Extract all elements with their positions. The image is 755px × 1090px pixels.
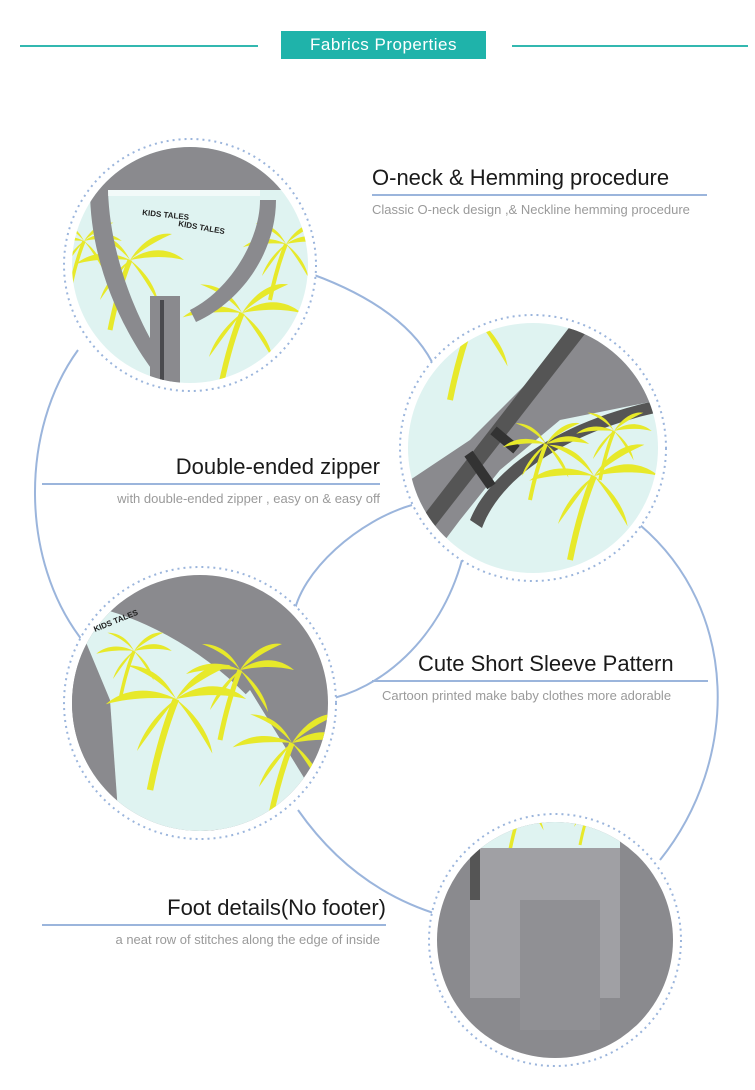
feature-desc: a neat row of stitches along the edge of… <box>115 932 380 947</box>
foot-detail-image <box>428 813 682 1067</box>
feature-title: Foot details(No footer) <box>167 895 386 920</box>
feature-foot: Foot details(No footer) a neat row of st… <box>42 895 386 947</box>
feature-desc: Classic O-neck design ,& Neckline hemmin… <box>372 202 690 217</box>
feature-underline <box>372 194 707 196</box>
feature-underline <box>42 924 386 926</box>
feature-title: Double-ended zipper <box>175 454 380 479</box>
zipper-detail-image <box>399 314 667 582</box>
feature-oneck: O-neck & Hemming procedure Classic O-nec… <box>372 165 707 217</box>
feature-desc: Cartoon printed make baby clothes more a… <box>382 688 672 703</box>
feature-title: Cute Short Sleeve Pattern <box>418 651 674 676</box>
neck-detail-image: KIDS TALES KIDS TALES <box>63 138 317 392</box>
feature-desc: with double-ended zipper , easy on & eas… <box>117 491 380 506</box>
sleeve-detail-image: KIDS TALES <box>63 566 337 840</box>
feature-zipper: Double-ended zipper with double-ended zi… <box>42 454 380 506</box>
connector-lines <box>34 269 719 916</box>
feature-underline <box>372 680 708 682</box>
header-rule-left <box>20 45 258 47</box>
section-title-badge: Fabrics Properties <box>281 31 486 59</box>
feature-sleeve: Cute Short Sleeve Pattern Cartoon printe… <box>372 651 708 703</box>
feature-title: O-neck & Hemming procedure <box>372 165 670 190</box>
header-rule-right <box>512 45 748 47</box>
feature-underline <box>42 483 380 485</box>
